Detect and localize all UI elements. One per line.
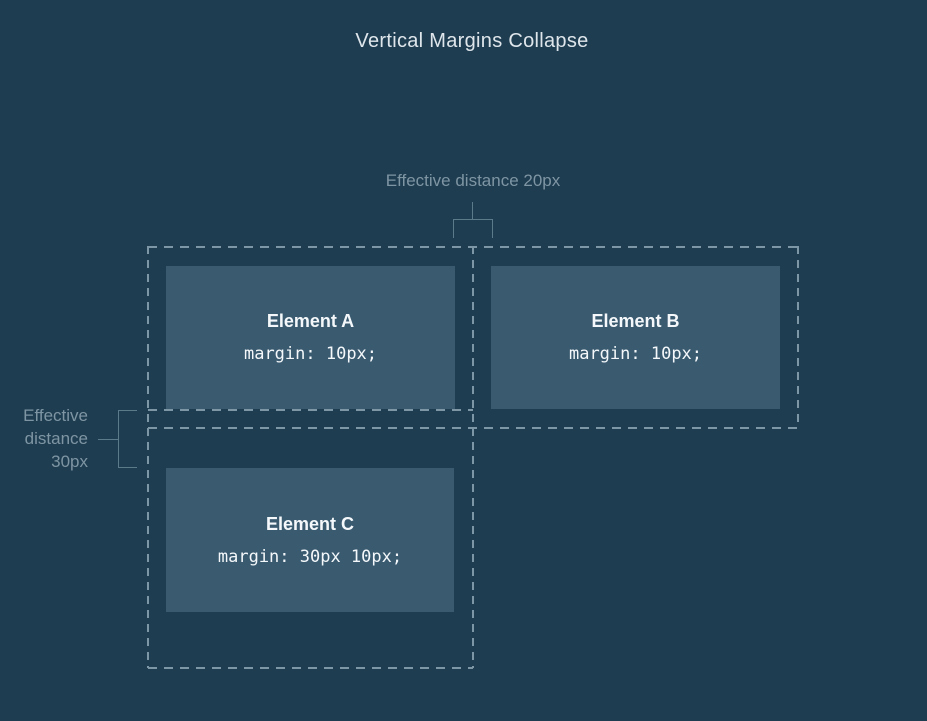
element-c-name: Element C [265, 513, 355, 534]
element-b-box: Element B margin: 10px; [491, 266, 780, 409]
diagram-title: Vertical Margins Collapse [355, 30, 589, 52]
element-c-code: margin: 30px 10px; [217, 546, 403, 567]
element-b-name: Element B [591, 311, 680, 331]
element-a-code: margin: 10px; [243, 344, 378, 364]
margin-boundary-left [147, 246, 149, 668]
vertical-gap-bracket [118, 410, 137, 468]
horizontal-gap-label: Effective distance 20px [385, 171, 561, 190]
element-c-box: Element C margin: 30px 10px; [166, 468, 454, 612]
margin-boundary-c-top [148, 409, 473, 411]
margin-boundary-c-bottom [148, 667, 473, 669]
element-b-code: margin: 10px; [568, 344, 703, 364]
element-a-name: Element A [266, 311, 355, 331]
horizontal-gap-bracket-stem [472, 202, 473, 219]
margin-boundary-right [797, 246, 799, 428]
vertical-gap-bracket-connector [98, 439, 118, 440]
horizontal-gap-bracket [453, 219, 493, 238]
element-a-box: Element A margin: 10px; [166, 266, 455, 409]
margin-boundary-middle [472, 246, 474, 668]
vertical-gap-label: Effective distance 30px [23, 406, 88, 471]
